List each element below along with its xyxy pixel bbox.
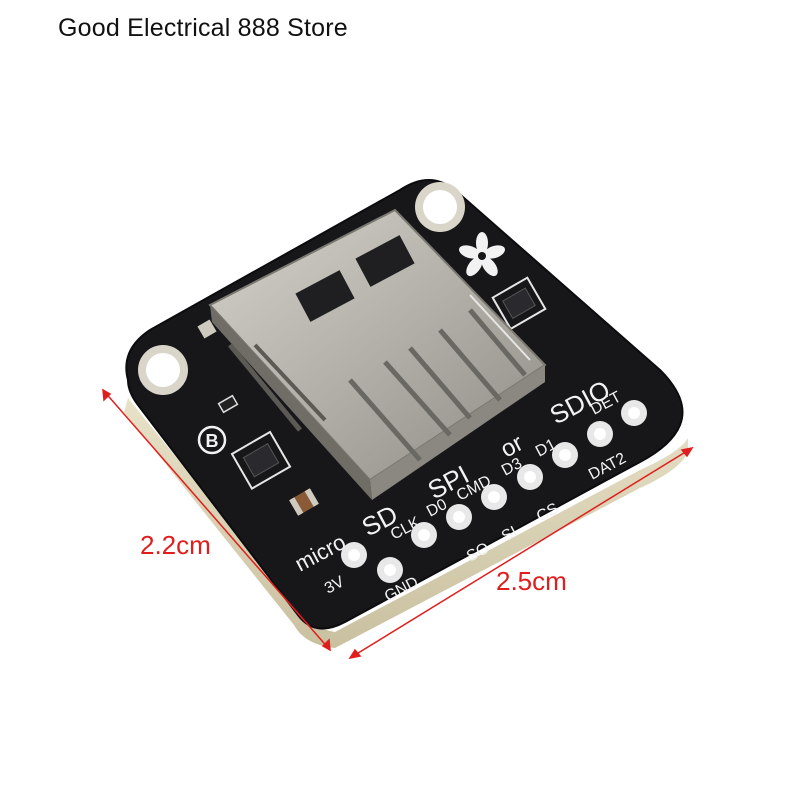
- pin-label-si: SI: [499, 523, 520, 545]
- header-pads: [341, 400, 647, 583]
- length-dimension-label: 2.5cm: [496, 566, 567, 596]
- revision-mark: [197, 425, 227, 455]
- mounting-hole-left: [138, 345, 188, 395]
- store-title: Good Electrical 888 Store: [58, 14, 348, 42]
- capacitor: [289, 488, 319, 516]
- pin-pad: [481, 484, 507, 510]
- pin-pad: [446, 504, 472, 530]
- flower-logo-icon: [459, 232, 505, 277]
- chip-right: [491, 276, 547, 331]
- corner-pad: [197, 319, 217, 339]
- pin-pad: [411, 522, 437, 548]
- pin-pad: [377, 557, 403, 583]
- chip-left: [230, 430, 292, 490]
- pin-pad: [621, 400, 647, 426]
- mounting-hole-top: [415, 182, 465, 232]
- pin-pad: [517, 464, 543, 490]
- resistor: [217, 394, 239, 414]
- width-dimension-arrow: [102, 388, 331, 652]
- pin-pad: [341, 542, 367, 568]
- length-dimension-arrow: [348, 446, 694, 660]
- microsd-socket: [208, 208, 547, 500]
- pin-pad: [587, 421, 613, 447]
- pcb-edge: [124, 398, 688, 648]
- revision-mark-text: B: [206, 431, 219, 451]
- pin-pad: [552, 442, 578, 468]
- width-dimension-label: 2.2cm: [140, 530, 211, 560]
